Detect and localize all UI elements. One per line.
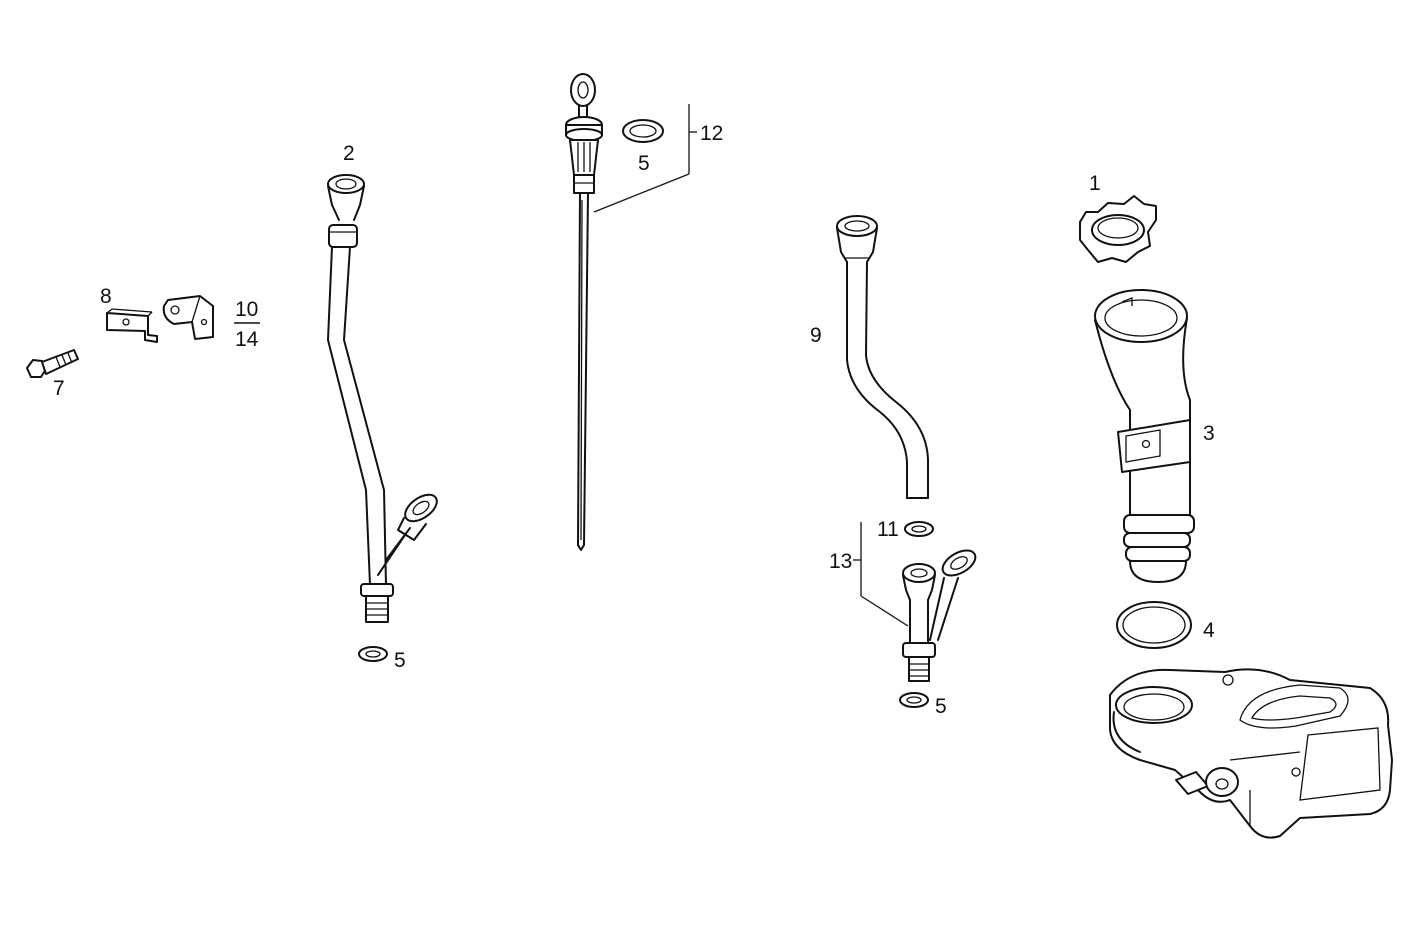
bent-tube-icon [836, 215, 929, 499]
dipstick-guide-tube-icon [327, 174, 438, 623]
washer-icon [904, 521, 934, 537]
cap-icon [1079, 195, 1157, 263]
washer-icon [622, 119, 664, 143]
filler-neck-icon [1094, 289, 1195, 583]
o-ring-icon [1116, 601, 1192, 649]
callout-5-tube2: 5 [394, 649, 406, 672]
callout-14: 14 [235, 328, 259, 351]
callout-11: 11 [877, 518, 899, 541]
callout-2: 2 [343, 142, 355, 165]
bolt-icon [26, 349, 79, 378]
dipstick-icon [565, 73, 603, 551]
branch-tube-icon [902, 549, 977, 682]
callout-10: 10 [235, 298, 258, 321]
callout-12: 12 [700, 122, 723, 145]
callout-1: 1 [1089, 172, 1101, 195]
callout-3: 3 [1203, 422, 1215, 445]
valve-cover-housing-icon [1109, 668, 1393, 839]
callout-4: 4 [1203, 619, 1215, 642]
callout-7: 7 [53, 377, 65, 400]
leader-12 [593, 104, 697, 213]
callout-8: 8 [100, 285, 112, 308]
leader-13 [853, 522, 909, 627]
callout-9: 9 [810, 324, 822, 347]
washer-icon [899, 692, 929, 708]
callout-13: 13 [829, 550, 852, 573]
washer-icon [358, 646, 388, 662]
callout-5-tube13: 5 [935, 695, 947, 718]
callout-5-dipstick: 5 [638, 152, 650, 175]
bracket-icon-10 [162, 295, 214, 340]
bracket-icon-8 [106, 308, 158, 343]
